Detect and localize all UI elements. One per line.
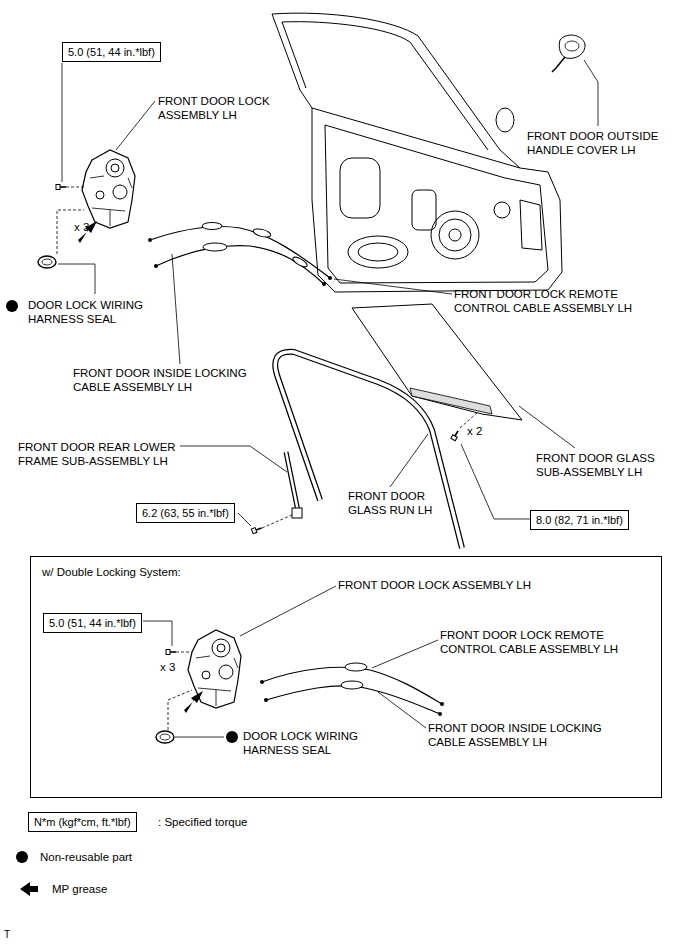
torque-value: 6.2 (63, 55 in.*lbf) xyxy=(142,507,229,519)
part-label: FRONT DOOR GLASS RUN LH xyxy=(348,489,448,517)
part-label: FRONT DOOR REAR LOWER FRAME SUB-ASSEMBLY… xyxy=(18,440,196,468)
legend-torque-sample: N*m (kgf*cm, ft.*lbf) xyxy=(28,812,137,832)
torque-value: 5.0 (51, 44 in.*lbf) xyxy=(49,617,136,629)
figure-code: T xyxy=(4,928,10,942)
torque-value: 5.0 (51, 44 in.*lbf) xyxy=(68,46,155,58)
part-label: FRONT DOOR GLASS SUB-ASSEMBLY LH xyxy=(536,451,671,479)
part-label: FRONT DOOR INSIDE LOCKING CABLE ASSEMBLY… xyxy=(73,366,265,394)
part-label: FRONT DOOR LOCK ASSEMBLY LH xyxy=(158,94,288,122)
quantity-label: x 3 xyxy=(160,660,175,674)
quantity-label: x 2 xyxy=(467,424,482,438)
legend-text: Non-reusable part xyxy=(40,850,132,864)
torque-value: N*m (kgf*cm, ft.*lbf) xyxy=(34,816,131,828)
torque-box: 6.2 (63, 55 in.*lbf) xyxy=(136,503,235,523)
torque-box: 5.0 (51, 44 in.*lbf) xyxy=(43,613,142,633)
legend-text: : Specified torque xyxy=(158,815,248,829)
quantity-label: x 3 xyxy=(74,220,89,234)
torque-box: 8.0 (82, 71 in.*lbf) xyxy=(530,510,629,530)
part-label: DOOR LOCK WIRING HARNESS SEAL xyxy=(243,729,368,757)
part-label: FRONT DOOR LOCK REMOTE CONTROL CABLE ASS… xyxy=(454,287,654,315)
part-label: FRONT DOOR OUTSIDE HANDLE COVER LH xyxy=(527,129,672,157)
torque-box: 5.0 (51, 44 in.*lbf) xyxy=(62,42,161,62)
part-label: DOOR LOCK WIRING HARNESS SEAL xyxy=(28,298,153,326)
part-label: FRONT DOOR LOCK REMOTE CONTROL CABLE ASS… xyxy=(440,628,640,656)
part-label: FRONT DOOR INSIDE LOCKING CABLE ASSEMBLY… xyxy=(428,721,624,749)
legend-text: MP grease xyxy=(52,882,107,896)
variant-panel: w/ Double Locking System:5.0 (51, 44 in.… xyxy=(30,556,662,798)
torque-value: 8.0 (82, 71 in.*lbf) xyxy=(536,514,623,526)
part-label: FRONT DOOR LOCK ASSEMBLY LH xyxy=(338,578,531,592)
